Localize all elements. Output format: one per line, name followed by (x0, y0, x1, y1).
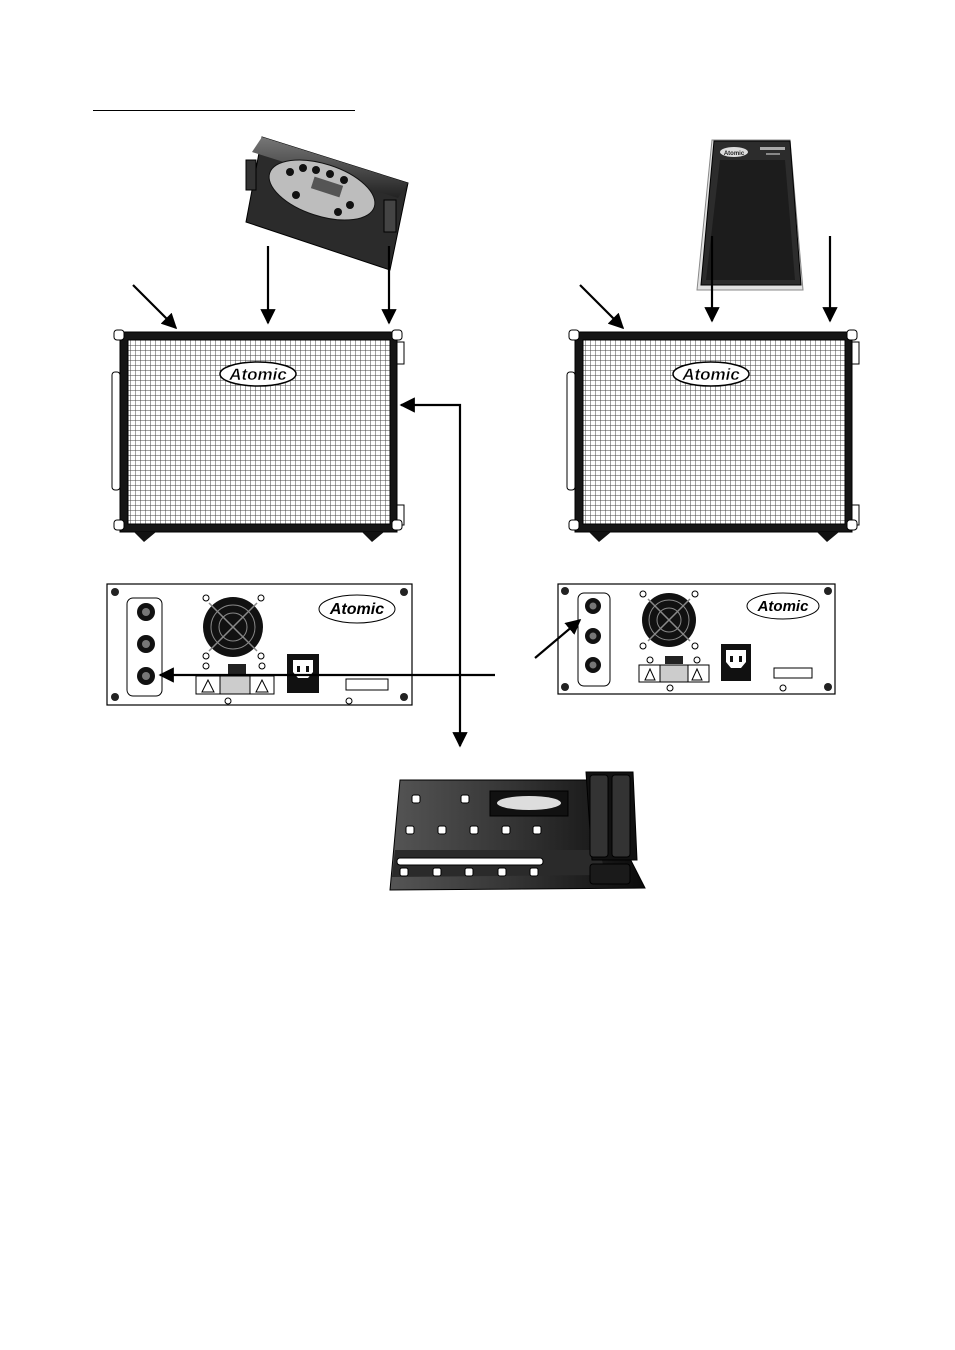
cabinet-logo: Atomic (228, 365, 287, 384)
fan-icon (640, 591, 698, 649)
rear-panel-right: Atomic (558, 584, 835, 694)
warning-label-icon (639, 656, 709, 682)
foot-controller-icon (390, 772, 645, 890)
power-socket-icon (287, 654, 319, 693)
power-socket-icon (721, 644, 751, 681)
cabinet-left: Atomic (112, 330, 404, 542)
panel-logo: Atomic (757, 598, 809, 615)
cabinet-logo: Atomic (681, 365, 740, 384)
desktop-modeler-icon (246, 137, 408, 270)
panel-logo: Atomic (329, 601, 384, 618)
pedal-logo: Atomic (724, 151, 745, 157)
arrow-left-cabinet-top (133, 285, 176, 328)
cabinet-right: Atomic (567, 330, 859, 542)
arrow-right-cabinet-top (580, 285, 623, 328)
input-jack-icon (137, 603, 155, 685)
input-jack-icon (585, 598, 601, 673)
rear-panel-left: Atomic (107, 584, 412, 705)
warning-label-icon (196, 663, 274, 694)
